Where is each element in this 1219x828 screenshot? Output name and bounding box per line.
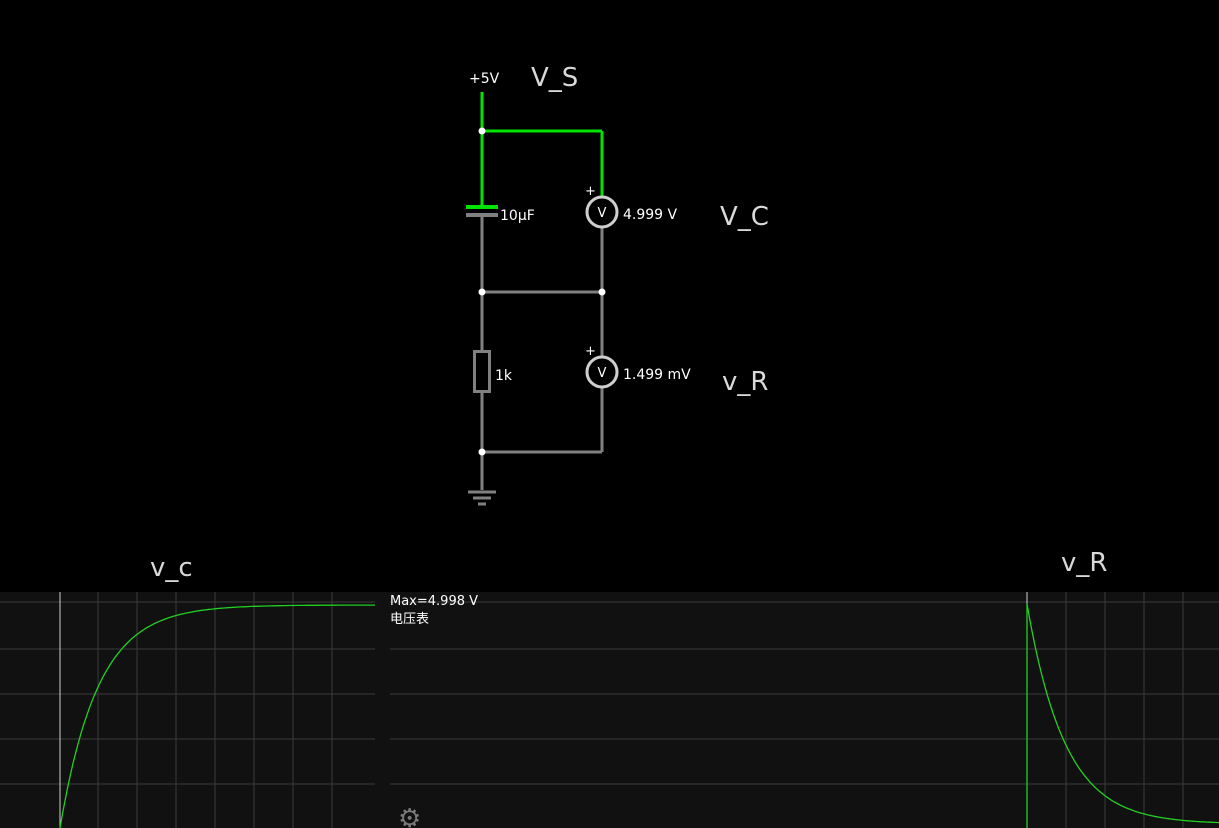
scope-canvas[interactable]	[0, 592, 1219, 828]
voltmeter-top-reading: 4.999 V	[623, 207, 678, 223]
junction-dot	[478, 127, 486, 135]
junction-dot	[478, 288, 486, 296]
plus-sign-bottom: +	[585, 344, 596, 359]
voltmeter-bottom-reading: 1.499 mV	[623, 367, 691, 383]
junction-dot	[598, 288, 606, 296]
scope-max-readout: Max=4.998 V	[390, 594, 479, 609]
scope-left-grid	[0, 592, 375, 828]
voltmeter-top[interactable]: V	[585, 195, 619, 229]
resistor-label: 1k	[495, 368, 513, 384]
resistor[interactable]	[473, 350, 491, 393]
circuit-canvas[interactable]: V V +5V 10µF 1k + + 4.999 V 1.499 mV V_S…	[0, 0, 1219, 592]
scope-panel: Max=4.998 V 电压表 ⚙	[0, 592, 1219, 828]
voltmeter-bottom[interactable]: V	[585, 355, 619, 389]
scope-trace-v-r	[1026, 603, 1219, 828]
scope-meter-name: 电压表	[390, 612, 430, 627]
grey-wires[interactable]	[480, 215, 604, 490]
scope-trace-v-c	[59, 604, 375, 828]
text-v-c[interactable]: V_C	[720, 202, 769, 232]
junction-dots	[478, 127, 606, 456]
capacitor-label: 10µF	[500, 208, 535, 224]
text-v-s[interactable]: V_S	[531, 63, 578, 93]
scope-right-grid	[1027, 592, 1219, 828]
ground-symbol[interactable]	[468, 490, 496, 506]
source-label: +5V	[469, 71, 500, 87]
gear-icon[interactable]: ⚙	[398, 804, 422, 828]
voltmeter-top-symbol: V	[598, 206, 607, 221]
scope-middle-grid	[390, 601, 1027, 785]
scope-title-right[interactable]: v_R	[1061, 548, 1107, 578]
scope-title-left[interactable]: v_c	[150, 553, 193, 583]
voltmeter-bottom-symbol: V	[598, 366, 607, 381]
source-wires[interactable]	[480, 92, 604, 207]
junction-dot	[478, 448, 486, 456]
text-v-r[interactable]: v_R	[722, 367, 768, 397]
capacitor[interactable]	[466, 205, 498, 217]
plus-sign-top: +	[585, 184, 596, 199]
